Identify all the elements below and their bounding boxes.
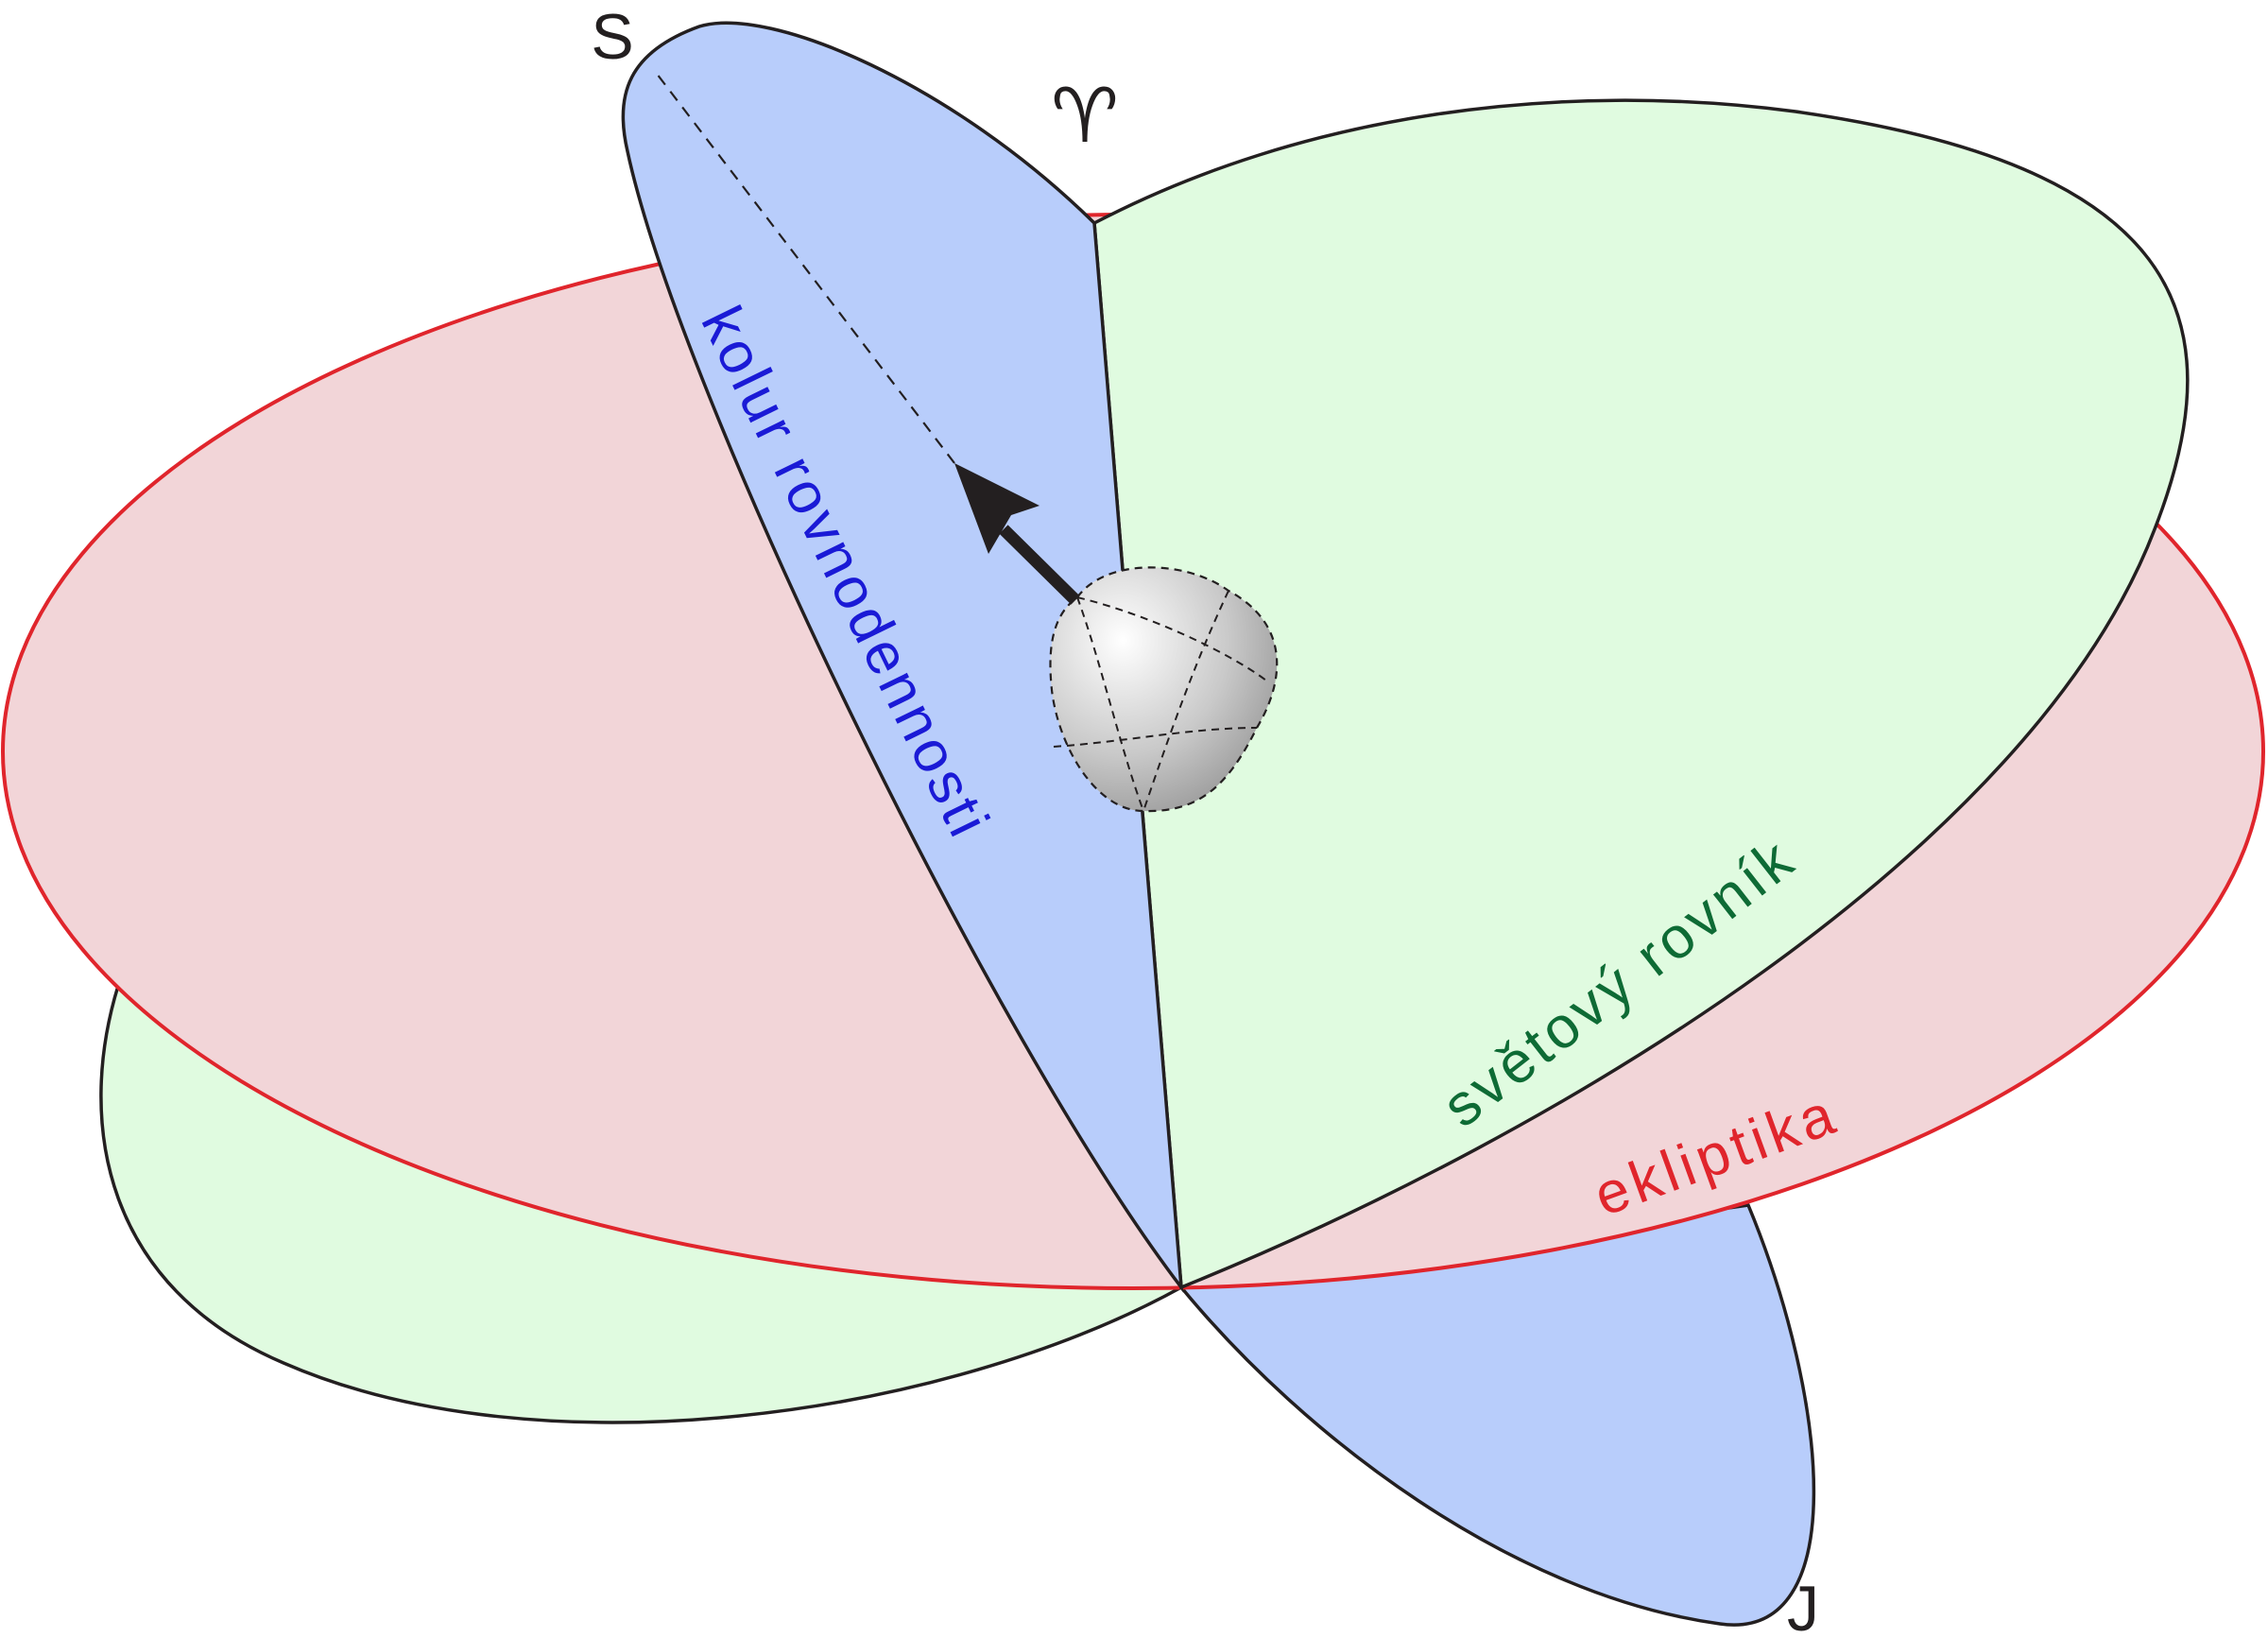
south-pole-label: J bbox=[1787, 1573, 1819, 1638]
precession-arrow-icon bbox=[954, 463, 1080, 605]
polar-axis-dashed bbox=[656, 73, 955, 464]
vernal-equinox-symbol: ♈ bbox=[1051, 74, 1119, 158]
equator-plane-front bbox=[1092, 98, 2190, 1290]
north-pole-label: S bbox=[591, 1, 633, 73]
earth-globe-icon bbox=[1049, 566, 1279, 813]
colure-plane-back bbox=[1177, 1203, 1816, 1627]
colure-plane-front bbox=[621, 21, 1184, 1293]
